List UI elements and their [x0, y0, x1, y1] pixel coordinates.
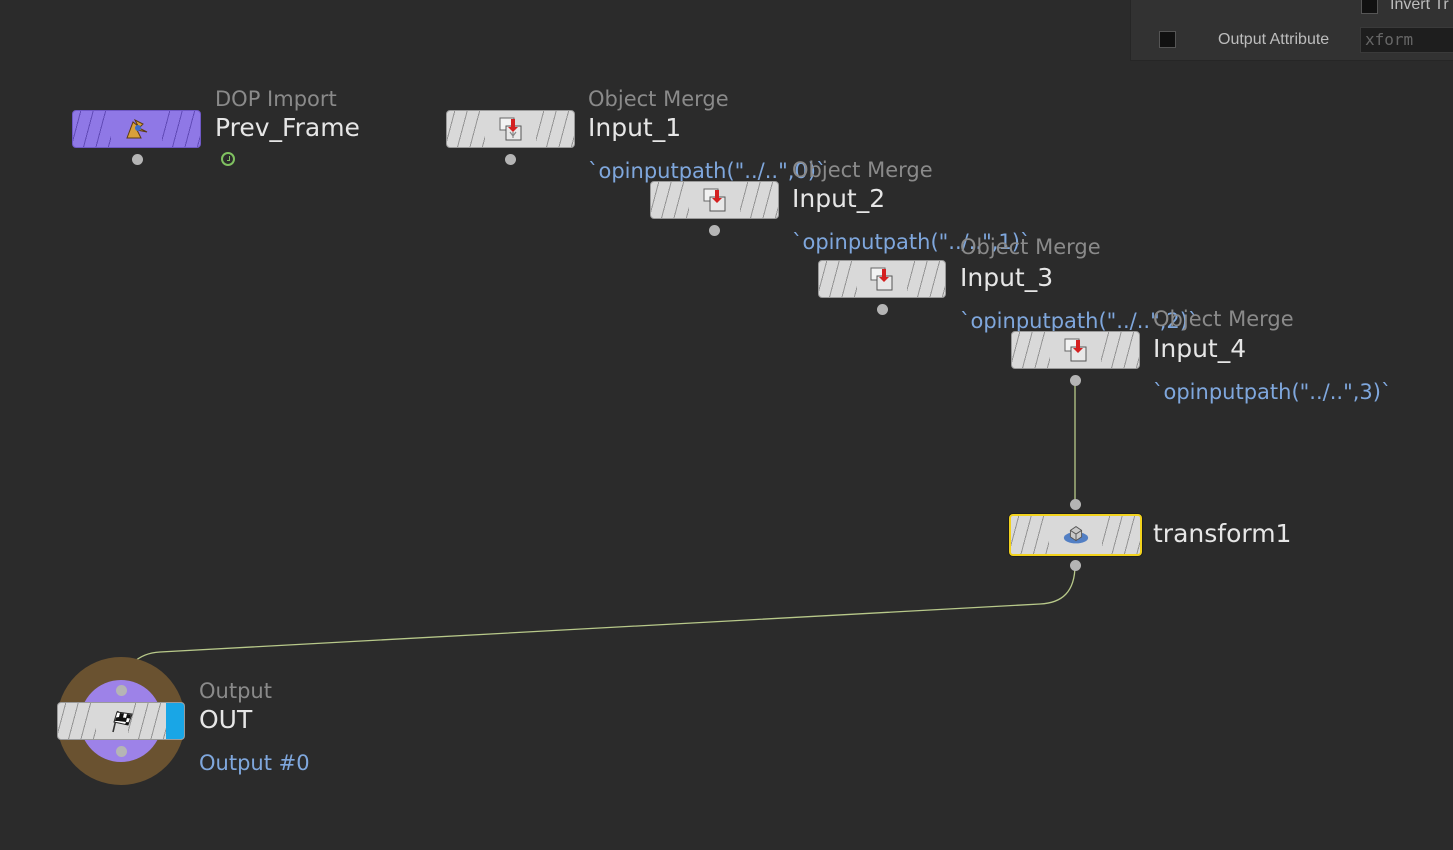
transform-icon	[1062, 521, 1090, 549]
input-port[interactable]	[115, 684, 127, 696]
output-attribute-field[interactable]: xform	[1360, 27, 1453, 53]
input-port[interactable]	[1069, 498, 1081, 510]
node-body[interactable]	[446, 110, 575, 148]
wire-transform1-to-output	[120, 564, 1076, 691]
node-comment: Output #0	[199, 751, 310, 775]
output-attribute-checkbox[interactable]	[1159, 31, 1176, 48]
node-body[interactable]	[1011, 331, 1140, 369]
invert-transform-checkbox[interactable]	[1361, 0, 1378, 14]
output-port[interactable]	[115, 745, 127, 757]
output-port[interactable]	[1069, 374, 1081, 386]
node-type-label: Object Merge	[792, 158, 933, 182]
output-attribute-label: Output Attribute	[1218, 31, 1330, 48]
time-dependent-icon	[221, 152, 235, 166]
node-comment: `opinputpath("../..",0)`	[588, 159, 827, 183]
node-type-label: Object Merge	[1153, 307, 1294, 331]
node-type-label: Object Merge	[960, 235, 1101, 259]
node-name-label[interactable]: Prev_Frame	[215, 113, 360, 142]
object-merge-icon	[868, 265, 896, 293]
output-port[interactable]	[504, 153, 516, 165]
node-name-label[interactable]: Input_2	[792, 184, 886, 213]
node-name-label[interactable]: Input_1	[588, 113, 682, 142]
checkered-flag-icon	[108, 707, 136, 735]
node-body[interactable]	[57, 702, 185, 740]
output-port[interactable]	[1069, 559, 1081, 571]
node-name-label[interactable]: OUT	[199, 705, 253, 734]
display-flag[interactable]	[166, 703, 184, 739]
node-comment: `opinputpath("../..",3)`	[1153, 380, 1392, 404]
output-port[interactable]	[708, 224, 720, 236]
output-port[interactable]	[876, 303, 888, 315]
node-comment: `opinputpath("../..",1)`	[792, 230, 1031, 254]
object-merge-icon	[701, 186, 729, 214]
node-body[interactable]	[72, 110, 201, 148]
node-type-label: DOP Import	[215, 87, 337, 111]
node-name-label[interactable]: Input_4	[1153, 334, 1247, 363]
object-merge-icon	[497, 115, 525, 143]
node-name-label[interactable]: transform1	[1153, 519, 1292, 548]
node-body[interactable]	[818, 260, 946, 298]
dop-import-icon	[123, 115, 151, 143]
object-merge-icon	[1062, 336, 1090, 364]
output-port[interactable]	[131, 153, 143, 165]
node-name-label[interactable]: Input_3	[960, 263, 1054, 292]
parameter-panel: Invert Tr Output Attribute xform	[1130, 0, 1453, 61]
node-type-label: Object Merge	[588, 87, 729, 111]
node-body[interactable]	[1009, 514, 1142, 556]
invert-transform-label: Invert Tr	[1390, 0, 1449, 13]
node-type-label: Output	[199, 679, 272, 703]
node-comment: `opinputpath("../..",2)`	[960, 309, 1199, 333]
node-body[interactable]	[650, 181, 779, 219]
